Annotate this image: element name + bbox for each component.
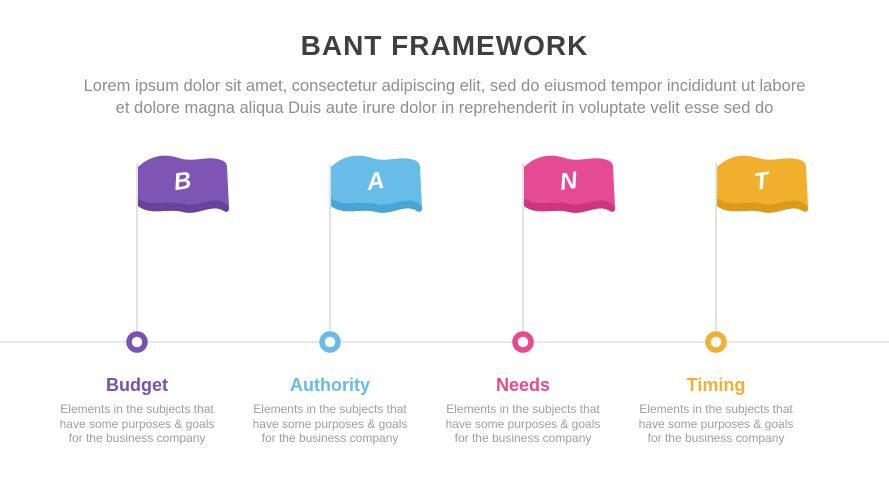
timeline-marker — [126, 331, 148, 353]
bant-item-needs: N Needs Elements in the subjects that ha… — [427, 155, 619, 475]
subtitle-line-2: et dolore magna aliqua Duis aute irure d… — [115, 98, 774, 117]
description-line: Elements in the subjects that — [446, 402, 600, 416]
flag-pole — [521, 163, 524, 333]
flag-icon: N — [524, 155, 615, 213]
flag-icon: T — [717, 155, 808, 213]
flag-letter: B — [172, 167, 193, 196]
flag-pole — [135, 163, 138, 333]
item-label: Budget — [106, 375, 168, 395]
timeline-marker — [705, 331, 727, 353]
description-line: have some purposes & goals — [59, 416, 215, 431]
description-line: have some purposes & goals — [252, 416, 408, 431]
page-title: BANT FRAMEWORK — [300, 30, 589, 61]
description-line: for the business company — [454, 431, 592, 446]
flag-letter: A — [364, 167, 386, 196]
item-description: Elements in the subjects that have some … — [620, 402, 812, 446]
flag-shape — [524, 155, 615, 213]
item-description: Elements in the subjects that have some … — [41, 402, 233, 446]
description-line: have some purposes & goals — [445, 416, 601, 431]
timeline-marker — [512, 331, 534, 353]
description-line: have some purposes & goals — [638, 416, 794, 431]
timeline-marker — [319, 331, 341, 353]
flag-icon: A — [331, 155, 422, 213]
flag-shadow — [138, 198, 229, 213]
item-label: Timing — [686, 375, 746, 395]
description-line: Elements in the subjects that — [639, 402, 793, 416]
timeline-line — [0, 341, 889, 343]
item-label: Authority — [290, 375, 370, 395]
description-line: for the business company — [647, 431, 785, 446]
flag-letter: T — [752, 167, 773, 196]
flag-shape — [138, 155, 229, 213]
item-description: Elements in the subjects that have some … — [234, 402, 426, 446]
flag-shadow — [524, 198, 615, 213]
flag-icon: B — [138, 155, 229, 213]
marker-ring — [319, 331, 341, 353]
description-line: for the business company — [68, 431, 206, 446]
flag-pole — [714, 163, 717, 333]
flag-shadow — [331, 198, 422, 213]
flag-shape — [717, 155, 808, 213]
flag-pole — [328, 163, 331, 333]
flag-letter: N — [558, 167, 580, 196]
bant-item-budget: B Budget Elements in the subjects that h… — [41, 155, 233, 475]
bant-item-authority: A Authority Elements in the subjects tha… — [234, 155, 426, 475]
flag-shadow — [717, 198, 808, 213]
marker-ring — [512, 331, 534, 353]
subtitle-line-1: Lorem ipsum dolor sit amet, consectetur … — [83, 77, 806, 95]
marker-ring — [705, 331, 727, 353]
marker-ring — [126, 331, 148, 353]
description-line: Elements in the subjects that — [253, 402, 407, 416]
bant-item-timing: T Timing Elements in the subjects that h… — [620, 155, 812, 475]
description-line: for the business company — [261, 431, 399, 446]
item-description: Elements in the subjects that have some … — [427, 402, 619, 446]
subtitle: Lorem ipsum dolor sit amet, consectetur … — [0, 76, 889, 120]
item-label: Needs — [495, 375, 551, 395]
description-line: Elements in the subjects that — [60, 402, 214, 416]
flag-shape — [331, 155, 422, 213]
